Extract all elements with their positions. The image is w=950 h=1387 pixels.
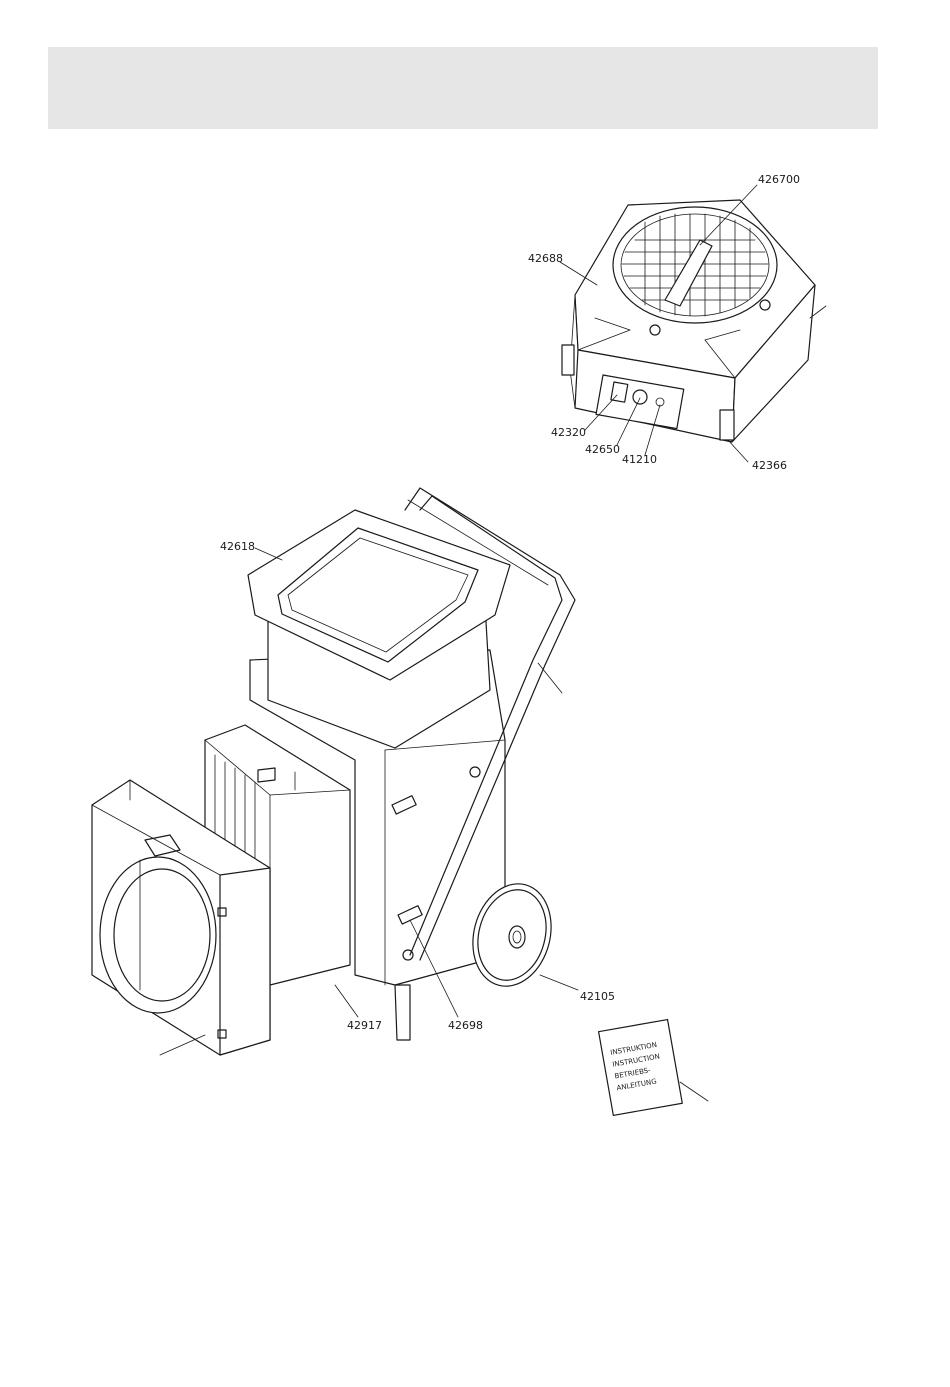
label-41210: 41210 [622, 453, 657, 466]
label-42105: 42105 [580, 990, 615, 1003]
label-426700: 426700 [758, 173, 800, 186]
label-42917: 42917 [347, 1019, 382, 1032]
label-42366: 42366 [752, 459, 787, 472]
label-42320: 42320 [551, 426, 586, 439]
label-42688: 42688 [528, 252, 563, 265]
motor-housing-unit [560, 185, 826, 462]
label-42650: 42650 [585, 443, 620, 456]
label-42618: 42618 [220, 540, 255, 553]
label-42698: 42698 [448, 1019, 483, 1032]
